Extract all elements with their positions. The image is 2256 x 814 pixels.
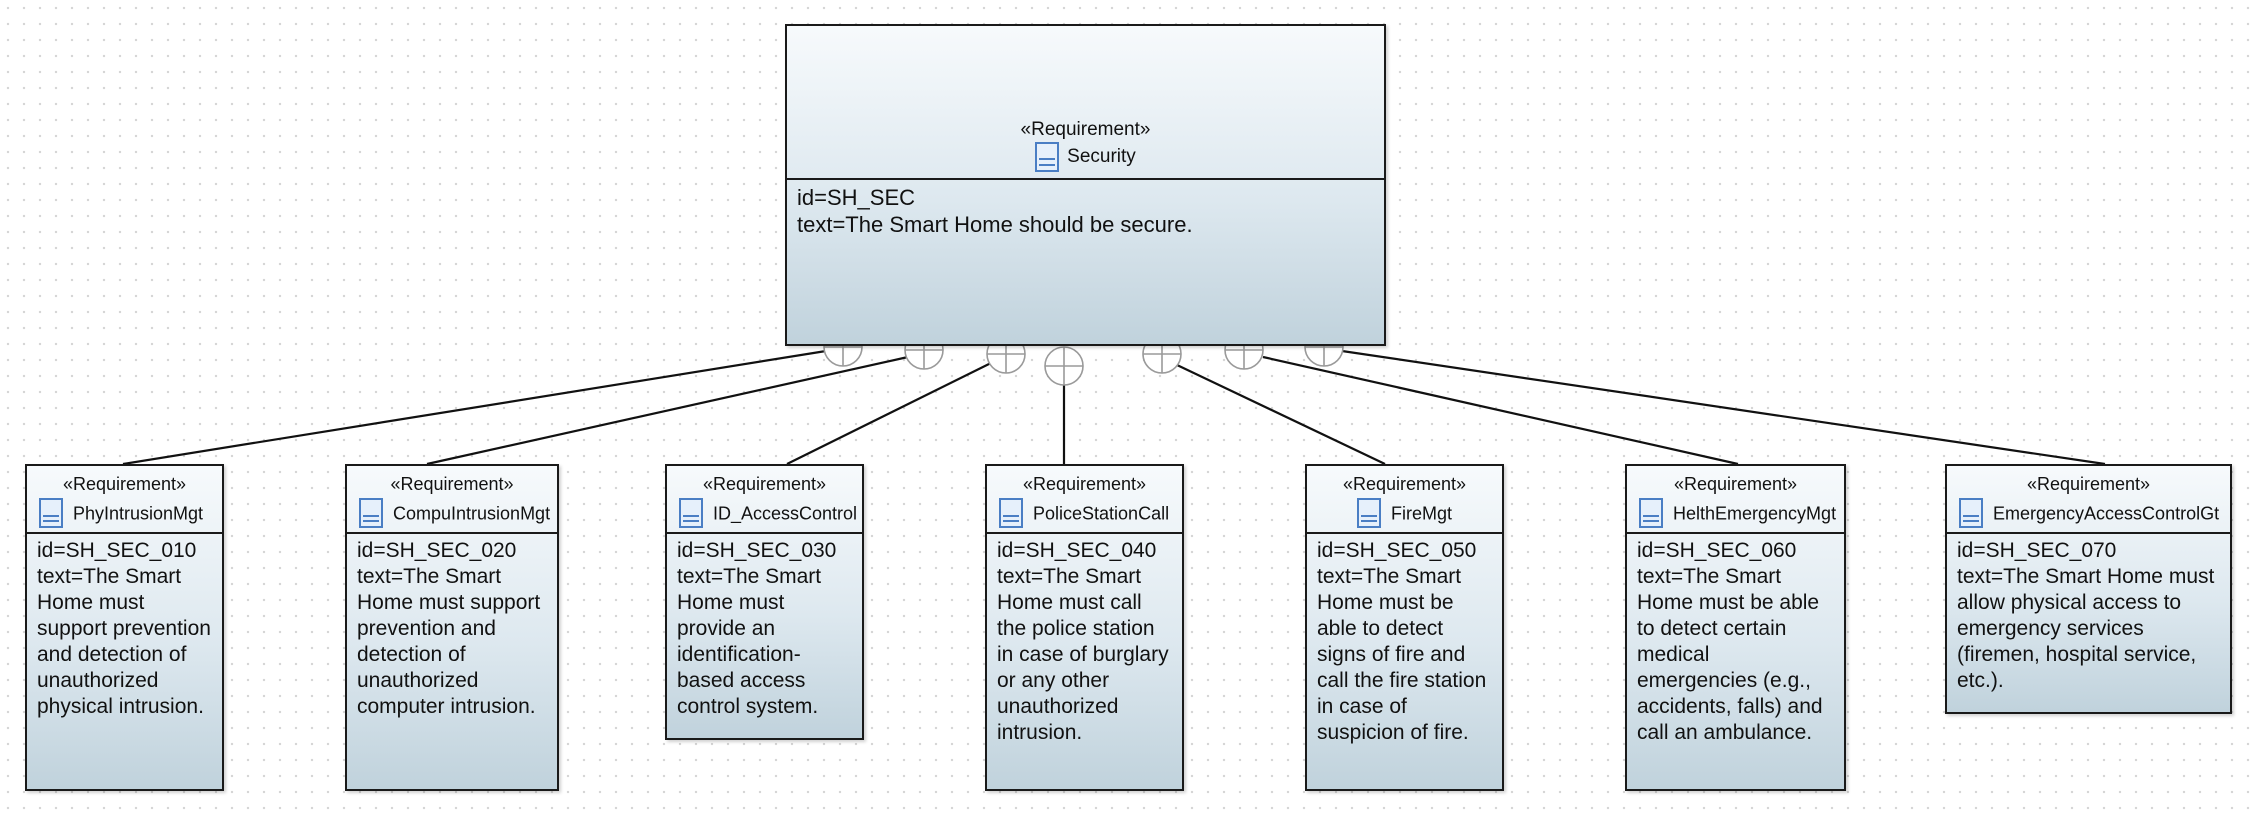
- containment-link-id-accesscontrol[interactable]: [786, 361, 994, 465]
- requirement-name[interactable]: Security: [1067, 146, 1136, 167]
- requirement-name[interactable]: EmergencyAccessControlGt: [1993, 503, 2220, 524]
- requirement-header: «Requirement» FireMgt: [1307, 466, 1502, 534]
- requirement-id[interactable]: id=SH_SEC_030: [677, 539, 837, 562]
- stereotype-label: «Requirement»: [1022, 474, 1147, 494]
- requirement-firemgt[interactable]: «Requirement» FireMgt id=SH_SEC_050 text…: [1305, 464, 1504, 791]
- requirement-name-row: CompuIntrusionMgt: [347, 496, 557, 529]
- requirement-id[interactable]: id=SH_SEC: [797, 185, 916, 210]
- requirement-header: «Requirement» ID_AccessControl: [667, 466, 862, 534]
- requirement-text[interactable]: text=The Smart Home must call the police…: [997, 565, 1169, 744]
- requirement-text[interactable]: text=The Smart Home must be able to dete…: [1637, 565, 1823, 744]
- requirement-icon: [1356, 498, 1381, 529]
- containment-link-phyintrusionmgt[interactable]: [122, 349, 827, 466]
- requirement-id[interactable]: id=SH_SEC_010: [37, 539, 197, 562]
- requirement-properties: id=SH_SEC_070 text=The Smart Home must a…: [1947, 534, 2230, 698]
- requirement-text[interactable]: text=The Smart Home must support prevent…: [357, 565, 541, 718]
- stereotype-label: «Requirement»: [62, 474, 187, 494]
- requirement-header: «Requirement» CompuIntrusionMgt: [347, 466, 557, 534]
- requirement-text[interactable]: text=The Smart Home must be able to dete…: [1317, 565, 1487, 744]
- requirement-name-row: HelthEmergencyMgt: [1627, 496, 1844, 529]
- requirement-helthemergencymgt[interactable]: «Requirement» HelthEmergencyMgt id=SH_SE…: [1625, 464, 1846, 791]
- stereotype-label: «Requirement»: [702, 474, 827, 494]
- requirement-name-row: EmergencyAccessControlGt: [1947, 496, 2230, 529]
- requirement-emergencyaccesscontrolgt[interactable]: «Requirement» EmergencyAccessControlGt i…: [1945, 464, 2232, 714]
- requirement-name-row: PoliceStationCall: [987, 496, 1182, 529]
- requirement-text[interactable]: text=The Smart Home must allow physical …: [1957, 565, 2215, 692]
- stereotype-label: «Requirement»: [1020, 119, 1151, 140]
- requirement-icon: [679, 498, 703, 529]
- requirement-properties: id=SH_SEC text=The Smart Home should be …: [787, 180, 1384, 242]
- requirement-name[interactable]: FireMgt: [1390, 503, 1452, 524]
- containment-link-emergencyaccesscontrolgt[interactable]: [1341, 349, 2106, 466]
- requirement-text[interactable]: text=The Smart Home must provide an iden…: [677, 565, 822, 718]
- containment-link-helthemergencymgt[interactable]: [1262, 355, 1739, 466]
- requirement-id-accesscontrol[interactable]: «Requirement» ID_AccessControl id=SH_SEC…: [665, 464, 864, 740]
- requirement-name[interactable]: HelthEmergencyMgt: [1673, 503, 1837, 524]
- requirement-properties: id=SH_SEC_010 text=The Smart Home must s…: [27, 534, 222, 724]
- requirement-security[interactable]: «Requirement» Security id=SH_SEC text=Th…: [785, 24, 1386, 346]
- requirement-header: «Requirement» Security: [787, 26, 1384, 180]
- requirement-header: «Requirement» HelthEmergencyMgt: [1627, 466, 1844, 534]
- requirement-icon: [999, 498, 1023, 529]
- requirement-id[interactable]: id=SH_SEC_070: [1957, 539, 2117, 562]
- requirement-icon: [1035, 142, 1060, 172]
- requirement-properties: id=SH_SEC_040 text=The Smart Home must c…: [987, 534, 1182, 750]
- requirement-properties: id=SH_SEC_060 text=The Smart Home must b…: [1627, 534, 1844, 750]
- requirement-icon: [1959, 498, 1983, 529]
- requirement-header: «Requirement» PoliceStationCall: [987, 466, 1182, 534]
- requirement-header: «Requirement» PhyIntrusionMgt: [27, 466, 222, 534]
- requirement-compuintrusionmgt[interactable]: «Requirement» CompuIntrusionMgt id=SH_SE…: [345, 464, 559, 791]
- requirement-header: «Requirement» EmergencyAccessControlGt: [1947, 466, 2230, 534]
- requirement-icon: [359, 498, 383, 529]
- requirement-policestationcall[interactable]: «Requirement» PoliceStationCall id=SH_SE…: [985, 464, 1184, 791]
- requirement-name-row: FireMgt: [1307, 496, 1502, 529]
- containment-link-firemgt[interactable]: [1176, 364, 1386, 465]
- requirement-properties: id=SH_SEC_030 text=The Smart Home must p…: [667, 534, 862, 724]
- requirement-name[interactable]: PhyIntrusionMgt: [73, 503, 204, 524]
- stereotype-label: «Requirement»: [1673, 474, 1798, 494]
- requirement-name[interactable]: PoliceStationCall: [1033, 503, 1170, 524]
- requirement-id[interactable]: id=SH_SEC_060: [1637, 539, 1797, 562]
- requirement-id[interactable]: id=SH_SEC_040: [997, 539, 1157, 562]
- requirement-properties: id=SH_SEC_050 text=The Smart Home must b…: [1307, 534, 1502, 750]
- requirement-id[interactable]: id=SH_SEC_050: [1317, 539, 1477, 562]
- requirement-name[interactable]: ID_AccessControl: [713, 503, 858, 524]
- requirement-name[interactable]: CompuIntrusionMgt: [393, 503, 551, 524]
- requirement-icon: [1639, 498, 1663, 529]
- requirement-phyintrusionmgt[interactable]: «Requirement» PhyIntrusionMgt id=SH_SEC_…: [25, 464, 224, 791]
- requirement-icon: [39, 498, 63, 529]
- containment-crosshair-icon: [1044, 346, 1084, 386]
- containment-link-compuintrusionmgt[interactable]: [426, 355, 909, 466]
- requirement-text[interactable]: text=The Smart Home must support prevent…: [37, 565, 211, 718]
- stereotype-label: «Requirement»: [1342, 474, 1467, 494]
- stereotype-label: «Requirement»: [390, 474, 514, 494]
- requirement-text[interactable]: text=The Smart Home should be secure.: [797, 212, 1193, 237]
- requirement-name-row: PhyIntrusionMgt: [27, 496, 222, 529]
- requirement-properties: id=SH_SEC_020 text=The Smart Home must s…: [347, 534, 557, 724]
- requirement-id[interactable]: id=SH_SEC_020: [357, 539, 517, 562]
- stereotype-label: «Requirement»: [2026, 474, 2151, 494]
- requirement-name-row: Security: [787, 142, 1384, 172]
- requirement-name-row: ID_AccessControl: [667, 496, 862, 529]
